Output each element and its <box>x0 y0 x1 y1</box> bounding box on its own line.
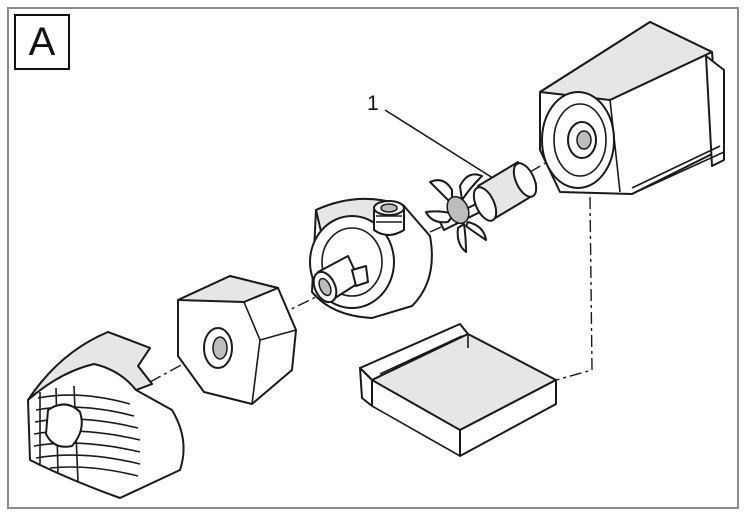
panel-label: A <box>14 14 70 70</box>
leader-line <box>384 109 497 181</box>
pump-housing <box>309 197 433 319</box>
figure-frame <box>7 7 739 509</box>
hex-block <box>177 275 297 405</box>
part-number-label: 1 <box>367 92 379 115</box>
front-grille-cover <box>27 331 185 499</box>
motor-housing <box>539 21 725 195</box>
impeller-rotor <box>425 161 538 253</box>
base-bracket <box>359 323 557 457</box>
